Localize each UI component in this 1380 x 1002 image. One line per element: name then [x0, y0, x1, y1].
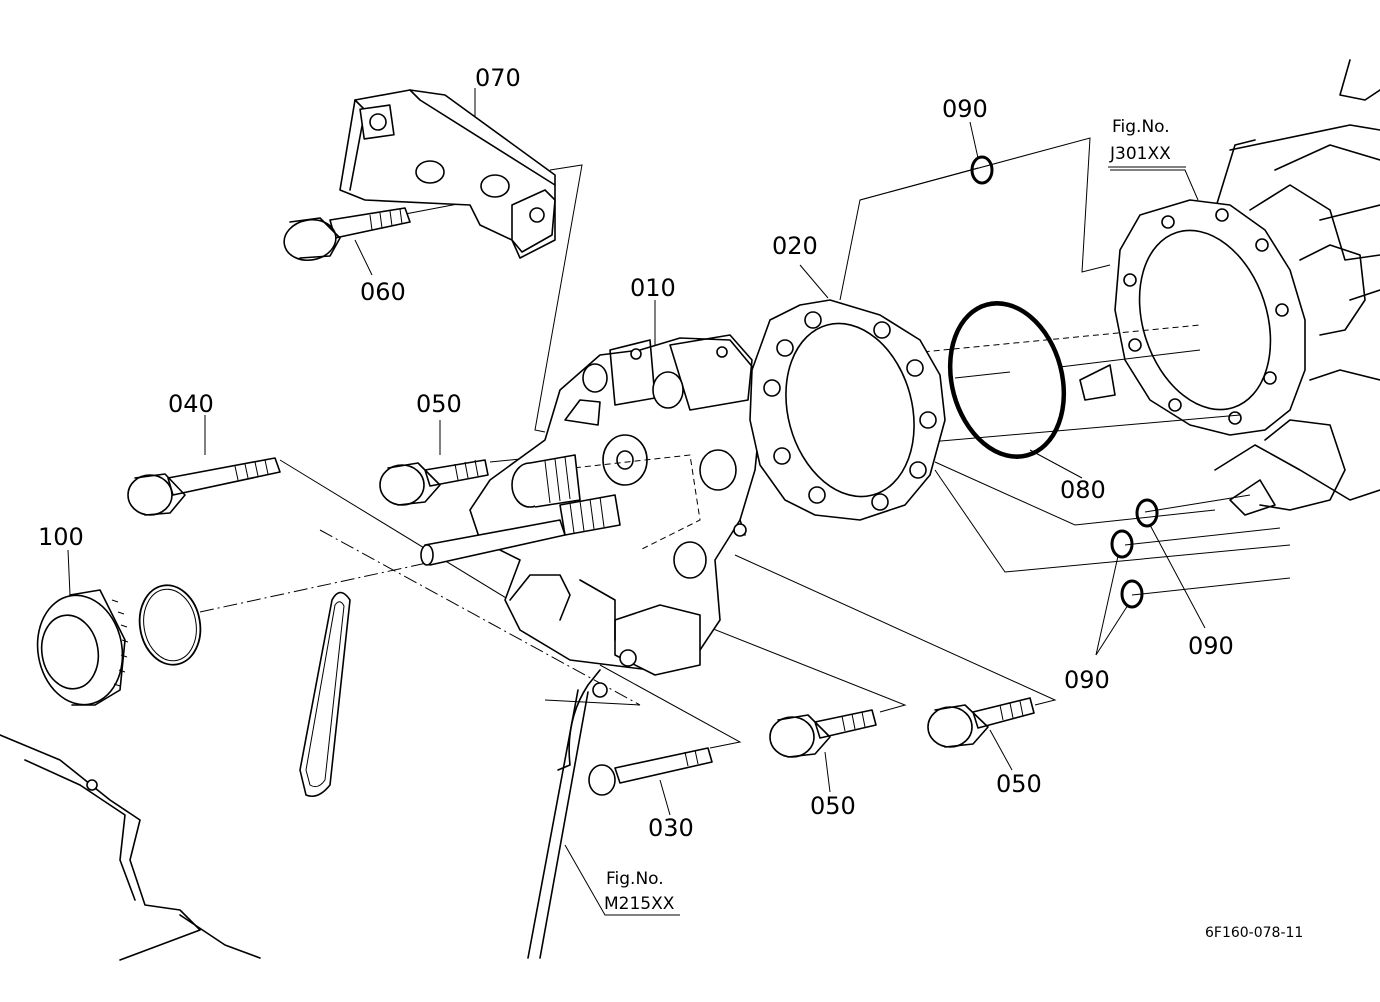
drawing-number: 6F160-078-11 — [1205, 925, 1303, 941]
label-080: 080 — [1060, 476, 1106, 504]
bracket-070 — [339, 89, 556, 259]
figure-reference-j301: Fig.No. J301XX — [1108, 117, 1186, 168]
fig-ref-title-2: Fig.No. — [606, 869, 664, 889]
label-090-top: 090 — [942, 95, 988, 123]
label-070: 070 — [475, 64, 521, 92]
o-rings-090 — [970, 155, 1159, 609]
cap-100 — [36, 584, 202, 706]
label-040: 040 — [168, 390, 214, 418]
bolt-050-right — [927, 697, 1035, 748]
bolt-030 — [588, 747, 713, 796]
label-090-right: 090 — [1188, 632, 1234, 660]
part-labels: 070 060 010 020 090 080 090 090 040 050 … — [38, 64, 1234, 842]
label-060: 060 — [360, 278, 406, 306]
gasket-020 — [749, 299, 946, 521]
bolt-040 — [127, 457, 281, 516]
dipstick-hook — [557, 669, 608, 771]
fig-ref-title-1: Fig.No. — [1112, 117, 1170, 137]
label-010: 010 — [630, 274, 676, 302]
label-090-bottom: 090 — [1064, 666, 1110, 694]
figure-reference-m215: Fig.No. M215XX — [604, 869, 675, 914]
belt-loop — [299, 591, 351, 798]
label-050-mid: 050 — [810, 792, 856, 820]
pump-body-010 — [420, 334, 761, 676]
label-030: 030 — [648, 814, 694, 842]
label-020: 020 — [772, 232, 818, 260]
fig-ref-code-2: M215XX — [604, 894, 675, 914]
bolt-060 — [283, 207, 411, 262]
label-050-left: 050 — [416, 390, 462, 418]
gear-case-housing — [1079, 59, 1380, 516]
label-100: 100 — [38, 523, 84, 551]
bolt-050-left — [379, 459, 489, 506]
fig-ref-code-1: J301XX — [1109, 144, 1171, 164]
cover-housing — [0, 734, 261, 961]
label-050-right: 050 — [996, 770, 1042, 798]
bolt-050-mid — [769, 709, 877, 758]
o-ring-080 — [947, 301, 1067, 459]
